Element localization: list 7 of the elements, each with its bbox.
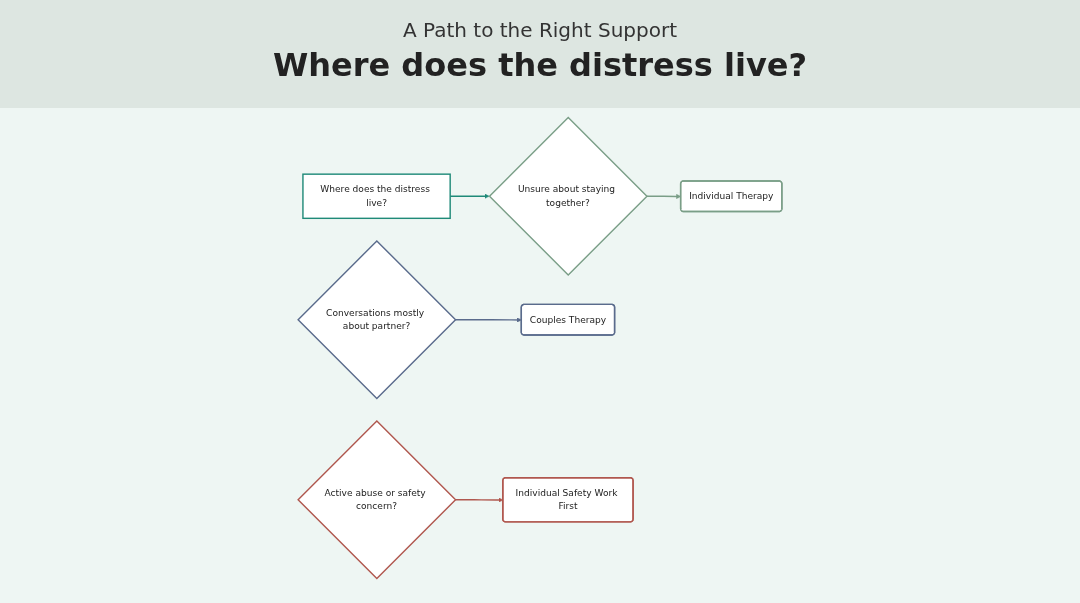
node-box: Where does the distress live?: [302, 173, 451, 220]
arrow: [454, 317, 522, 323]
title: Where does the distress live?: [272, 46, 808, 84]
node-diamond: Active abuse or safety concern?: [297, 420, 457, 580]
node-diamond: Conversations mostly about partner?: [297, 239, 457, 400]
node-diamond: Unsure about staying together?: [488, 116, 648, 276]
subtitle: A Path to the Right Support: [402, 18, 677, 42]
